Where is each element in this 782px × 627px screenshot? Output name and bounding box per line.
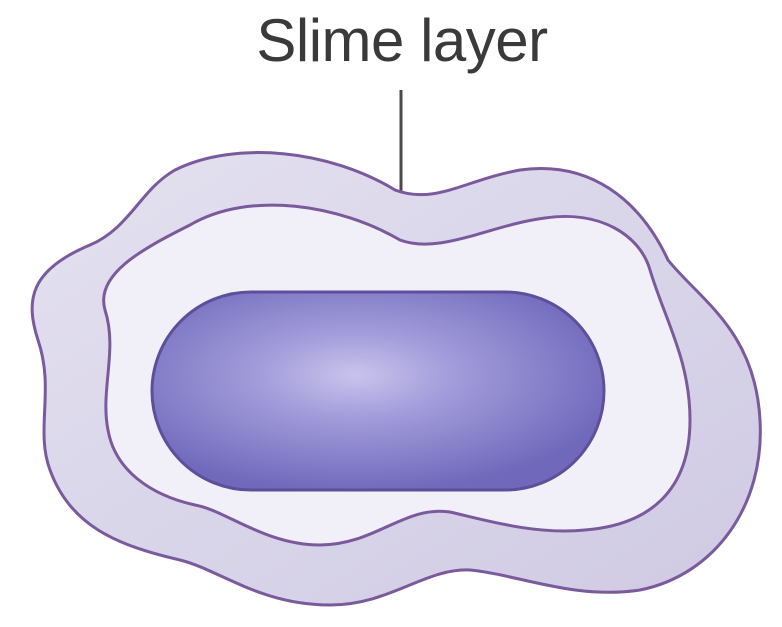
slime-layer-label: Slime layer [212,6,592,76]
cell-body [152,292,604,490]
